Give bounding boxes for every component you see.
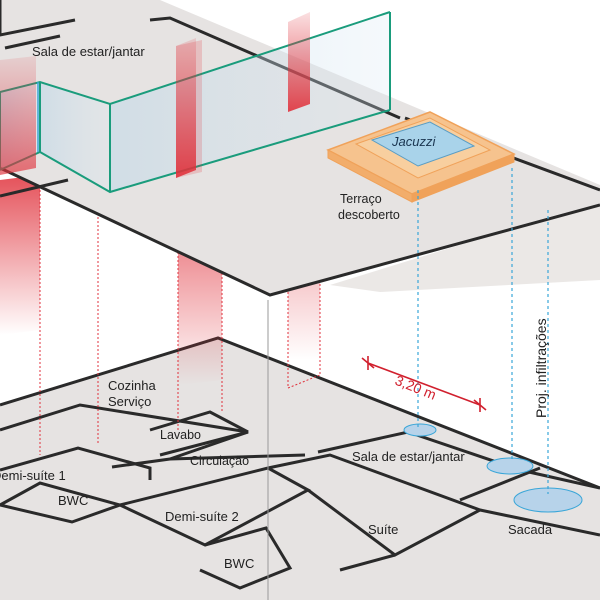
label-lower-living: Sala de estar/jantar (352, 449, 465, 464)
red-pillar-3 (288, 12, 310, 112)
label-terrace-1: Terraço (340, 192, 382, 206)
red-pillar-1 (0, 56, 36, 175)
leak-spot-2 (486, 457, 534, 475)
label-demi-suite-1: Demi-suíte 1 (0, 468, 66, 483)
jacuzzi (326, 111, 516, 203)
label-upper-living: Sala de estar/jantar (32, 44, 145, 59)
dimension-line (361, 356, 487, 412)
label-infiltration-projection: Proj. infiltrações (533, 318, 549, 418)
label-jacuzzi: Jacuzzi (391, 134, 436, 149)
label-lavabo: Lavabo (160, 428, 201, 442)
leak-spot-3 (513, 487, 583, 513)
label-dimension: 3,20 m (393, 372, 439, 403)
red-pillar-2 (176, 38, 196, 178)
label-bwc-1: BWC (58, 493, 88, 508)
leak-spot-1 (403, 423, 437, 437)
lower-floor-walls (0, 336, 600, 590)
label-demi-suite-2: Demi-suíte 2 (165, 509, 239, 524)
label-circulacao: Circulação (190, 454, 249, 468)
label-bwc-2: BWC (224, 556, 254, 571)
label-kitchen-2: Serviço (108, 394, 151, 409)
leak-projection-lines (417, 168, 549, 494)
red-projection-1 (0, 175, 40, 335)
label-sacada: Sacada (508, 522, 553, 537)
label-kitchen-1: Cozinha (108, 378, 156, 393)
upper-floor-slab (0, 0, 600, 295)
label-suite: Suíte (368, 522, 398, 537)
red-pillar-4 (176, 40, 202, 178)
label-terrace-2: descoberto (338, 208, 400, 222)
terrace-slab (330, 205, 600, 292)
lower-floor-slab (0, 338, 600, 600)
